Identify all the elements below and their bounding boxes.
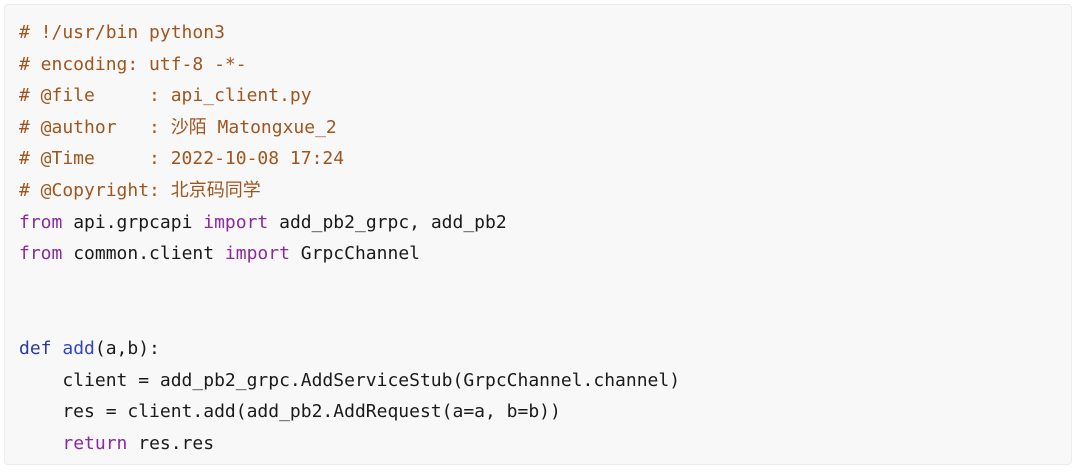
- code-token-func: add: [62, 337, 95, 359]
- code-line: # encoding: utf-8 -*-: [19, 49, 1071, 81]
- code-token-keyword: from: [19, 211, 63, 233]
- code-line: from api.grpcapi import add_pb2_grpc, ad…: [19, 207, 1071, 239]
- code-token-plain: [19, 433, 62, 454]
- code-token-keyword: from: [19, 243, 63, 265]
- code-line: # @Time : 2022-10-08 17:24: [19, 143, 1071, 175]
- code-token-comment: # !/usr/bin python3: [19, 22, 225, 43]
- code-token-keyword: return: [62, 432, 128, 454]
- code-token-plain: common.client: [62, 243, 225, 265]
- code-token-comment: # @Copyright: 北京码同学: [19, 179, 261, 201]
- code-line: # !/usr/bin python3: [19, 17, 1071, 49]
- code-token-comment: # @file : api_client.py: [19, 85, 312, 107]
- code-line: # @Copyright: 北京码同学: [19, 175, 1071, 207]
- code-token-keyword: import: [224, 243, 290, 265]
- code-token-plain: GrpcChannel: [289, 243, 420, 265]
- code-token-plain: add_pb2_grpc, add_pb2: [268, 211, 507, 233]
- code-token-plain: res = client.add(add_pb2.AddRequest(a=a,…: [19, 401, 561, 423]
- code-token-comment: # @author : 沙陌 Matongxue_2: [19, 116, 337, 138]
- code-line: [19, 270, 1071, 302]
- code-token-comment: # encoding: utf-8 -*-: [19, 53, 247, 75]
- code-token-plain: api.grpcapi: [62, 211, 204, 233]
- code-line: def add(a,b):: [19, 333, 1071, 365]
- code-token-def: def: [19, 337, 52, 359]
- code-line: return res.res: [19, 428, 1071, 460]
- code-token-comment: # @Time : 2022-10-08 17:24: [19, 148, 345, 170]
- code-block: # !/usr/bin python3 # encoding: utf-8 -*-…: [4, 4, 1072, 465]
- code-line: # @file : api_client.py: [19, 80, 1071, 112]
- code-token-plain: (a,b):: [94, 337, 160, 359]
- code-line: [19, 301, 1071, 333]
- code-lines: # !/usr/bin python3 # encoding: utf-8 -*-…: [19, 17, 1071, 459]
- code-token-plain: res.res: [127, 432, 215, 454]
- code-line: from common.client import GrpcChannel: [19, 238, 1071, 270]
- code-token-plain: [52, 338, 63, 359]
- code-token-plain: client = add_pb2_grpc.AddServiceStub(Grp…: [19, 369, 681, 391]
- code-line: # @author : 沙陌 Matongxue_2: [19, 112, 1071, 144]
- code-line: res = client.add(add_pb2.AddRequest(a=a,…: [19, 396, 1071, 428]
- code-line: client = add_pb2_grpc.AddServiceStub(Grp…: [19, 365, 1071, 397]
- code-token-keyword: import: [203, 211, 269, 233]
